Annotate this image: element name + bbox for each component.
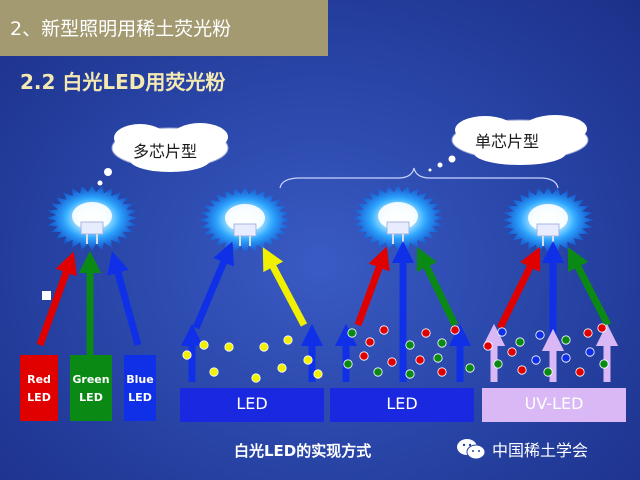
- phosphor-dot-33: [483, 341, 493, 351]
- green-led-block: Green LED: [70, 355, 112, 421]
- phosphor-dot-7: [209, 367, 219, 377]
- phosphor-dot-31: [583, 328, 593, 338]
- cloud-single-chip: [428, 115, 589, 172]
- phosphor-dot-9: [277, 363, 287, 373]
- phosphor-dot-39: [517, 365, 527, 375]
- phosphor-dot-17: [450, 325, 460, 335]
- phosphor-dot-13: [379, 325, 389, 335]
- red-led-block: Red LED: [20, 355, 58, 421]
- cloud-multi-chip: [97, 123, 229, 186]
- phosphor-dot-1: [199, 340, 209, 350]
- phosphor-dot-26: [437, 367, 447, 377]
- phosphor-dot-35: [531, 355, 541, 365]
- phosphor-dot-32: [597, 323, 607, 333]
- phosphor-dot-28: [515, 337, 525, 347]
- phosphor-dot-22: [433, 353, 443, 363]
- phosphor-dot-38: [493, 359, 503, 369]
- red-led-name: Red: [27, 373, 51, 386]
- phosphor-dot-41: [599, 359, 609, 369]
- phosphor-dot-18: [359, 351, 369, 361]
- brand-watermark: 中国稀土学会: [456, 437, 588, 461]
- phosphor-dot-36: [561, 353, 571, 363]
- section-title: 2、新型照明用稀土荧光粉: [10, 18, 232, 40]
- glowing-led-4: [502, 186, 594, 254]
- red-led-suffix: LED: [27, 391, 51, 404]
- phosphor-dot-15: [421, 328, 431, 338]
- phosphor-dot-29: [535, 330, 545, 340]
- phosphor-dot-23: [373, 367, 383, 377]
- phosphor-dot-37: [585, 347, 595, 357]
- figure-caption: 白光LED的实现方式: [234, 442, 372, 460]
- slide-subtitle: 2.2 白光LED用荧光粉: [20, 70, 226, 94]
- light-arrow-13: [496, 246, 541, 330]
- multi-chip-label: 多芯片型: [133, 142, 198, 161]
- brand-name: 中国稀土学会: [492, 441, 589, 460]
- blue-led-name: Blue: [126, 373, 154, 386]
- section-header: 2、新型照明用稀土荧光粉: [0, 0, 328, 56]
- phosphor-dot-27: [497, 327, 507, 337]
- phosphor-dot-14: [405, 340, 415, 350]
- group-brace: [279, 167, 559, 189]
- phosphor-dot-30: [561, 335, 571, 345]
- uv-led-base: UV-LED: [482, 388, 626, 422]
- marker-square: [42, 291, 51, 300]
- phosphor-dot-40: [543, 367, 553, 377]
- light-arrow-1: [36, 251, 77, 347]
- phosphor-dot-3: [259, 342, 269, 352]
- phosphor-dot-16: [437, 338, 447, 348]
- single-chip-label: 单芯片型: [475, 132, 540, 151]
- light-arrow-3: [107, 251, 142, 346]
- phosphor-dot-5: [182, 350, 192, 360]
- phosphor-dot-2: [224, 342, 234, 352]
- green-led-name: Green: [72, 373, 110, 386]
- light-arrow-15: [567, 247, 612, 327]
- blue-led-suffix: LED: [128, 391, 152, 404]
- phosphor-dot-4: [283, 335, 293, 345]
- wechat-icon: [457, 439, 486, 460]
- blue-led-block: Blue LED: [124, 355, 156, 421]
- glowing-led-2: [199, 186, 291, 254]
- glowing-led-1: [46, 184, 138, 252]
- led-base-2: LED: [330, 388, 474, 422]
- led-base-1: LED: [180, 388, 324, 422]
- phosphor-dot-21: [415, 355, 425, 365]
- phosphor-dot-24: [405, 369, 415, 379]
- phosphor-dot-10: [313, 369, 323, 379]
- phosphor-dot-34: [507, 347, 517, 357]
- glowing-led-3: [352, 184, 444, 252]
- phosphor-dot-20: [387, 357, 397, 367]
- phosphor-dot-19: [343, 359, 353, 369]
- green-led-suffix: LED: [79, 391, 103, 404]
- light-arrow-10: [416, 246, 459, 327]
- light-arrow-5: [262, 247, 308, 327]
- phosphor-dot-42: [575, 367, 585, 377]
- phosphor-dot-6: [303, 355, 313, 365]
- light-arrow-4: [192, 241, 234, 330]
- phosphor-dot-11: [347, 328, 357, 338]
- phosphor-dot-25: [465, 363, 475, 373]
- light-arrow-8: [354, 246, 390, 327]
- phosphor-dot-12: [365, 337, 375, 347]
- phosphor-dot-8: [251, 373, 261, 383]
